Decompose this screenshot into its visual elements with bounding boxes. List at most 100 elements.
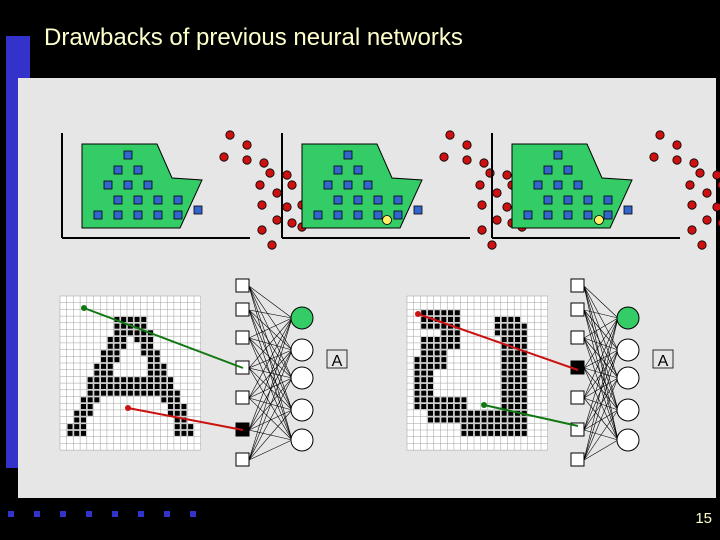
- filled-pixel: [508, 316, 514, 322]
- filled-pixel: [501, 424, 507, 430]
- filled-pixel: [454, 410, 460, 416]
- filled-pixel: [494, 410, 500, 416]
- circle-point: [282, 170, 292, 180]
- neural-network: A: [570, 278, 674, 467]
- output-node: [616, 398, 640, 422]
- filled-pixel: [421, 370, 427, 376]
- output-node: [616, 338, 640, 362]
- connection: [583, 409, 619, 461]
- square-point: [173, 195, 183, 205]
- filled-pixel: [121, 337, 127, 343]
- square-point: [603, 210, 613, 220]
- filled-pixel: [494, 330, 500, 336]
- filled-pixel: [427, 383, 433, 389]
- input-node: [570, 302, 585, 317]
- filled-pixel: [154, 370, 160, 376]
- filled-pixel: [154, 390, 160, 396]
- filled-pixel: [427, 357, 433, 363]
- filled-pixel: [515, 377, 521, 383]
- filled-pixel: [127, 330, 133, 336]
- filled-pixel: [421, 323, 427, 329]
- filled-pixel: [414, 370, 420, 376]
- input-node: [570, 422, 585, 437]
- output-node: [290, 306, 314, 330]
- neural-network: A: [235, 278, 348, 467]
- filled-pixel: [141, 337, 147, 343]
- filled-pixel: [441, 343, 447, 349]
- filled-pixel: [461, 430, 467, 436]
- circle-point: [672, 140, 682, 150]
- footer-dot: [86, 511, 92, 517]
- filled-pixel: [421, 310, 427, 316]
- input-node: [235, 452, 250, 467]
- filled-pixel: [114, 343, 120, 349]
- filled-pixel: [114, 377, 120, 383]
- circle-point: [225, 130, 235, 140]
- scatter-plot: [61, 130, 307, 250]
- filled-pixel: [174, 390, 180, 396]
- circle-point: [242, 140, 252, 150]
- filled-pixel: [521, 404, 527, 410]
- filled-pixel: [508, 424, 514, 430]
- output-label-box: [652, 349, 674, 369]
- filled-pixel: [141, 323, 147, 329]
- filled-pixel: [461, 424, 467, 430]
- filled-pixel: [421, 363, 427, 369]
- footer-dot: [34, 511, 40, 517]
- filled-pixel: [414, 377, 420, 383]
- filled-pixel: [427, 410, 433, 416]
- filled-pixel: [427, 350, 433, 356]
- square-point: [113, 165, 123, 175]
- filled-pixel: [434, 417, 440, 423]
- filled-pixel: [421, 377, 427, 383]
- connection: [583, 317, 619, 369]
- filled-pixel: [508, 337, 514, 343]
- square-point: [543, 210, 553, 220]
- square-point: [543, 195, 553, 205]
- connection: [248, 377, 293, 431]
- square-point: [523, 210, 533, 220]
- filled-pixel: [147, 343, 153, 349]
- circle-point: [702, 215, 712, 225]
- filled-pixel: [107, 343, 113, 349]
- filled-pixel: [101, 357, 107, 363]
- filled-pixel: [161, 390, 167, 396]
- filled-pixel: [474, 410, 480, 416]
- filled-pixel: [441, 363, 447, 369]
- circle-point: [687, 200, 697, 210]
- output-node: [616, 366, 640, 390]
- connection: [248, 285, 293, 351]
- filled-pixel: [515, 330, 521, 336]
- filled-pixel: [515, 323, 521, 329]
- filled-pixel: [134, 330, 140, 336]
- filled-pixel: [147, 357, 153, 363]
- circle-point: [717, 180, 720, 190]
- mapping-lines: [81, 305, 579, 431]
- footer-dot: [190, 511, 196, 517]
- filled-pixel: [87, 397, 93, 403]
- filled-pixel: [521, 330, 527, 336]
- filled-pixel: [427, 417, 433, 423]
- square-point: [563, 165, 573, 175]
- filled-pixel: [441, 357, 447, 363]
- filled-pixel: [421, 350, 427, 356]
- connection: [248, 337, 293, 351]
- input-node: [570, 330, 585, 345]
- footer-dot: [112, 511, 118, 517]
- square-point: [323, 180, 333, 190]
- filled-pixel: [121, 390, 127, 396]
- circle-point: [502, 202, 512, 212]
- filled-pixel: [141, 390, 147, 396]
- filled-pixel: [134, 390, 140, 396]
- filled-pixel: [114, 383, 120, 389]
- filled-pixel: [454, 397, 460, 403]
- circle-point: [267, 240, 277, 250]
- filled-pixel: [74, 430, 80, 436]
- filled-pixel: [515, 430, 521, 436]
- filled-pixel: [107, 357, 113, 363]
- filled-pixel: [461, 417, 467, 423]
- filled-pixel: [448, 404, 454, 410]
- filled-pixel: [448, 343, 454, 349]
- circle-point: [272, 188, 282, 198]
